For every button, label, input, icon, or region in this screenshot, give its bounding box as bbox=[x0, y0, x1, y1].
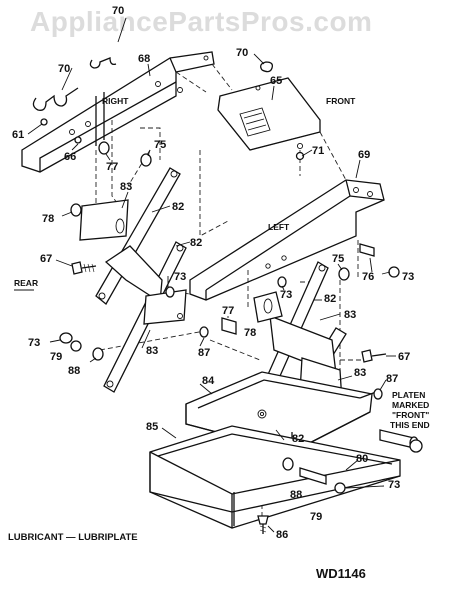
left-frame-rail bbox=[189, 179, 385, 301]
callout-83: 83 bbox=[354, 367, 366, 379]
callout-71: 71 bbox=[312, 145, 324, 157]
callout-82: 82 bbox=[324, 293, 336, 305]
callout-75: 75 bbox=[332, 253, 344, 265]
hardware-parts bbox=[40, 118, 423, 534]
callout-79: 79 bbox=[310, 511, 322, 523]
callout-76: 76 bbox=[362, 271, 374, 283]
callout-84: 84 bbox=[202, 375, 215, 387]
label-front: FRONT bbox=[326, 96, 356, 106]
callout-78: 78 bbox=[42, 213, 54, 225]
callout-86: 86 bbox=[276, 529, 288, 541]
callout-70: 70 bbox=[58, 63, 70, 75]
hook-part bbox=[32, 57, 274, 111]
callout-77: 77 bbox=[222, 305, 234, 317]
callout-67: 67 bbox=[398, 351, 410, 363]
callout-70: 70 bbox=[236, 47, 248, 59]
callout-85: 85 bbox=[146, 421, 158, 433]
callout-69: 69 bbox=[358, 149, 370, 161]
diagram-code: WD1146 bbox=[316, 566, 366, 581]
label-left: LEFT bbox=[268, 222, 290, 232]
callout-77: 77 bbox=[106, 161, 118, 173]
callout-numbers: 70 70 70 68 65 61 66 77 75 71 69 83 78 8… bbox=[12, 5, 414, 541]
callout-66: 66 bbox=[64, 151, 76, 163]
callout-80: 80 bbox=[356, 453, 368, 465]
leader-lines bbox=[14, 17, 396, 533]
callout-88: 88 bbox=[68, 365, 80, 377]
callout-68: 68 bbox=[138, 53, 150, 65]
front-plate bbox=[217, 77, 321, 151]
callout-83: 83 bbox=[146, 345, 158, 357]
callout-75: 75 bbox=[154, 139, 166, 151]
label-platen-line-1: PLATEN bbox=[392, 390, 425, 400]
callout-73: 73 bbox=[174, 271, 186, 283]
base-pan bbox=[149, 425, 401, 529]
callout-73: 73 bbox=[28, 337, 40, 349]
lubricant-note: LUBRICANT — LUBRIPLATE bbox=[8, 532, 138, 543]
callout-70: 70 bbox=[112, 5, 124, 17]
callout-82: 82 bbox=[292, 433, 304, 445]
callout-87: 87 bbox=[386, 373, 398, 385]
label-platen-line-4: THIS END bbox=[390, 420, 430, 430]
watermark: AppliancePartsPros.com bbox=[30, 6, 373, 37]
right-frame-rail bbox=[21, 51, 215, 173]
label-platen-line-3: "FRONT" bbox=[392, 410, 429, 420]
callout-73: 73 bbox=[388, 479, 400, 491]
callout-78: 78 bbox=[244, 327, 256, 339]
callout-82: 82 bbox=[172, 201, 184, 213]
part-orientation-labels: RIGHT FRONT LEFT REAR PLATEN MARKED "FRO… bbox=[14, 96, 430, 430]
callout-73: 73 bbox=[402, 271, 414, 283]
callout-65: 65 bbox=[270, 75, 282, 87]
callout-79: 79 bbox=[50, 351, 62, 363]
callout-83: 83 bbox=[120, 181, 132, 193]
scissor-arm-left bbox=[79, 167, 187, 393]
callout-82: 82 bbox=[190, 237, 202, 249]
callout-88: 88 bbox=[290, 489, 302, 501]
callout-61: 61 bbox=[12, 129, 24, 141]
label-rear: REAR bbox=[14, 278, 38, 288]
callout-83: 83 bbox=[344, 309, 356, 321]
label-right: RIGHT bbox=[102, 96, 129, 106]
callout-67: 67 bbox=[40, 253, 52, 265]
callout-73: 73 bbox=[280, 289, 292, 301]
callout-87: 87 bbox=[198, 347, 210, 359]
label-platen-line-2: MARKED bbox=[392, 400, 429, 410]
